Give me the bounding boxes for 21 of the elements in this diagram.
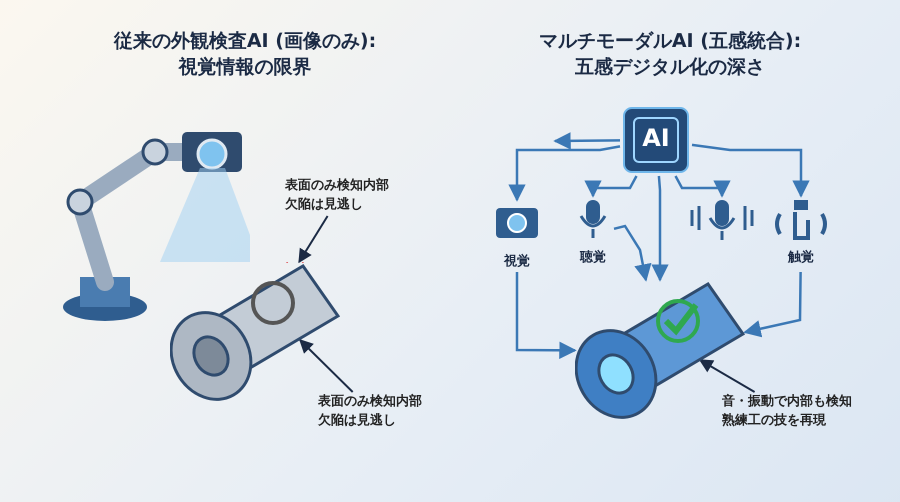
- heading: マルチモーダルAI (五感統合): 五感デジタル化の深さ: [538, 29, 802, 80]
- heading: 従来の外観検査AI (画像のみ): 視覚情報の限界: [112, 29, 378, 80]
- callout-text: 表面のみ検知内部欠陥は見逃し: [285, 176, 390, 214]
- arrow: [553, 132, 620, 150]
- leader-arrow: [698, 359, 756, 393]
- arrow: [692, 144, 810, 198]
- arrow: [614, 224, 652, 282]
- sense-label: 視覚: [502, 252, 531, 270]
- callout-text: 音・振動で内部も検知熟練工の技を再現: [722, 392, 853, 430]
- arrow: [516, 272, 577, 360]
- leader-arrow: [299, 339, 354, 393]
- chip-label: AI: [641, 124, 671, 152]
- arrow: [584, 175, 638, 198]
- leader-arrow: [298, 215, 328, 264]
- arrow: [651, 176, 669, 282]
- sense-label: 聴覚: [578, 248, 607, 266]
- arrow: [743, 272, 802, 338]
- sense-label: 触覚: [786, 248, 815, 266]
- arrow: [508, 145, 620, 202]
- callout-text: 表面のみ検知内部欠陥は見逃し: [318, 392, 423, 430]
- arrow: [674, 175, 731, 198]
